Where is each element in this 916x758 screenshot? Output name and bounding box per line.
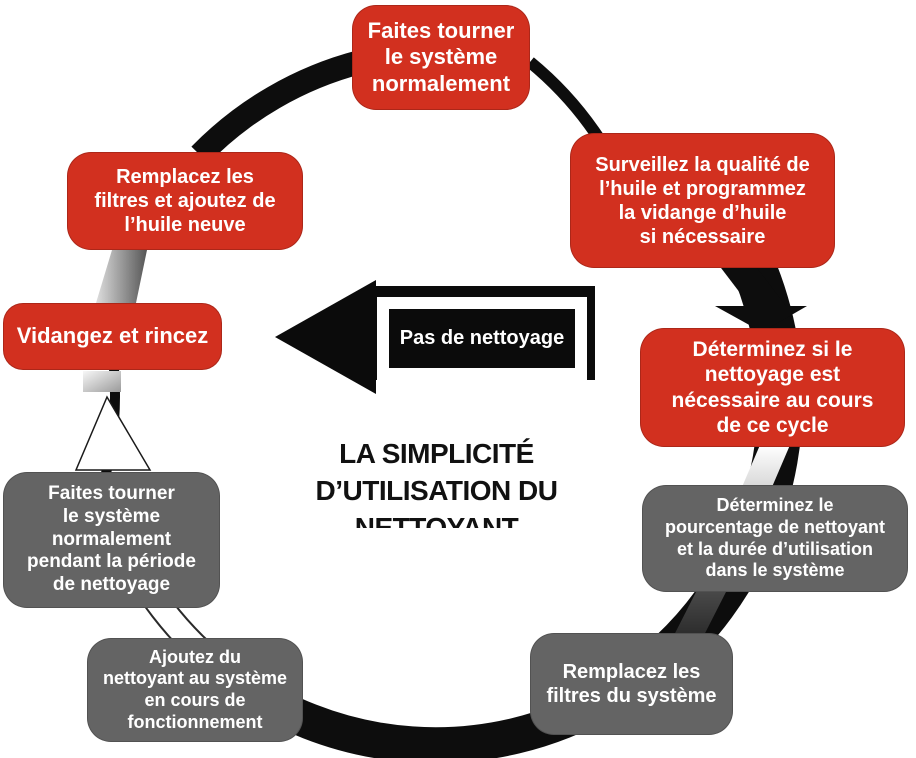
node-replace-system-filters: Remplacez les filtres du système — [530, 633, 733, 735]
ring-arc-top-right — [526, 57, 606, 144]
bypass-arrow-label: Pas de nettoyage — [399, 327, 565, 349]
connector-shaft-right-white — [742, 445, 790, 487]
node-add-cleaner-running-system: Ajoutez du nettoyant au système en cours… — [87, 638, 303, 742]
down-arrowhead-right — [715, 306, 807, 332]
down-arrow-shaft-right — [718, 264, 786, 306]
center-title: LA SIMPLICITÉ D’UTILISATION DU NETTOYANT — [265, 427, 608, 528]
node-drain-and-rinse: Vidangez et rincez — [3, 303, 222, 370]
node-run-system-during-cleaning: Faites tourner le système normalement pe… — [3, 472, 220, 608]
bypass-arrowhead — [275, 280, 376, 394]
node-replace-filters-add-new-oil: Remplacez les filtres et ajoutez de l’hu… — [67, 152, 303, 250]
up-arrowhead-left — [74, 395, 152, 471]
connector-shaft-upper-left — [96, 250, 147, 303]
node-monitor-oil-quality: Surveillez la qualité de l’huile et prog… — [570, 133, 835, 268]
node-determine-if-cleaning-needed: Déterminez si le nettoyage est nécessair… — [640, 328, 905, 447]
connector-shaft-lower-right — [668, 590, 727, 647]
bypass-arrow-label-panel — [389, 309, 575, 368]
connector-shaft-left — [83, 371, 121, 392]
node-run-system-normally: Faites tourner le système normalement — [352, 5, 530, 110]
node-determine-cleaner-percentage: Déterminez le pourcentage de nettoyant e… — [642, 485, 908, 592]
ring-arc-top-left — [191, 50, 364, 164]
